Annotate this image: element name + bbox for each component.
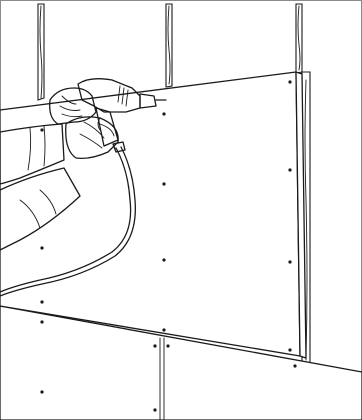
screw-dot: [162, 182, 165, 185]
stud-middle-left: [166, 4, 172, 87]
screw-dot: [288, 80, 291, 83]
screw-dot: [288, 260, 291, 263]
stud-left: [38, 4, 44, 100]
screw-dot: [40, 246, 43, 249]
screw-dot: [40, 128, 43, 131]
screw-dot: [162, 258, 165, 261]
stud-middle-right: [296, 4, 302, 73]
screw-dot: [162, 328, 165, 331]
screw-dot: [40, 300, 43, 303]
screw-dot: [40, 390, 43, 393]
screw-dot: [293, 364, 296, 367]
screw-dot: [153, 344, 156, 347]
screw-dot: [288, 348, 291, 351]
screw-dot: [166, 344, 169, 347]
screw-dot: [162, 112, 165, 115]
screw-dot: [153, 408, 156, 411]
screw-dot: [288, 168, 291, 171]
screw-dot: [40, 320, 43, 323]
